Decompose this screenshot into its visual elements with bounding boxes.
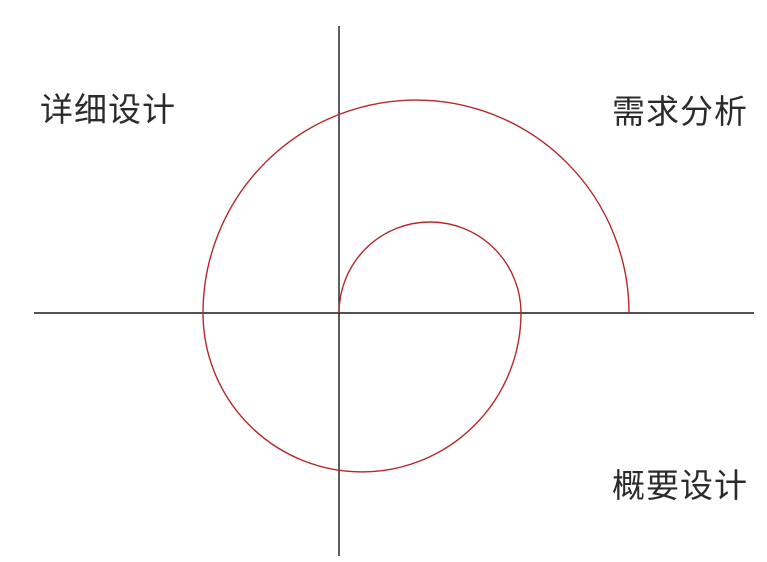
- quadrant-label-detailed-design: 详细设计: [40, 90, 176, 129]
- spiral-curve: [202, 99, 630, 473]
- quadrant-label-requirements-analysis: 需求分析: [612, 92, 748, 131]
- quadrant-label-outline-design: 概要设计: [612, 466, 748, 505]
